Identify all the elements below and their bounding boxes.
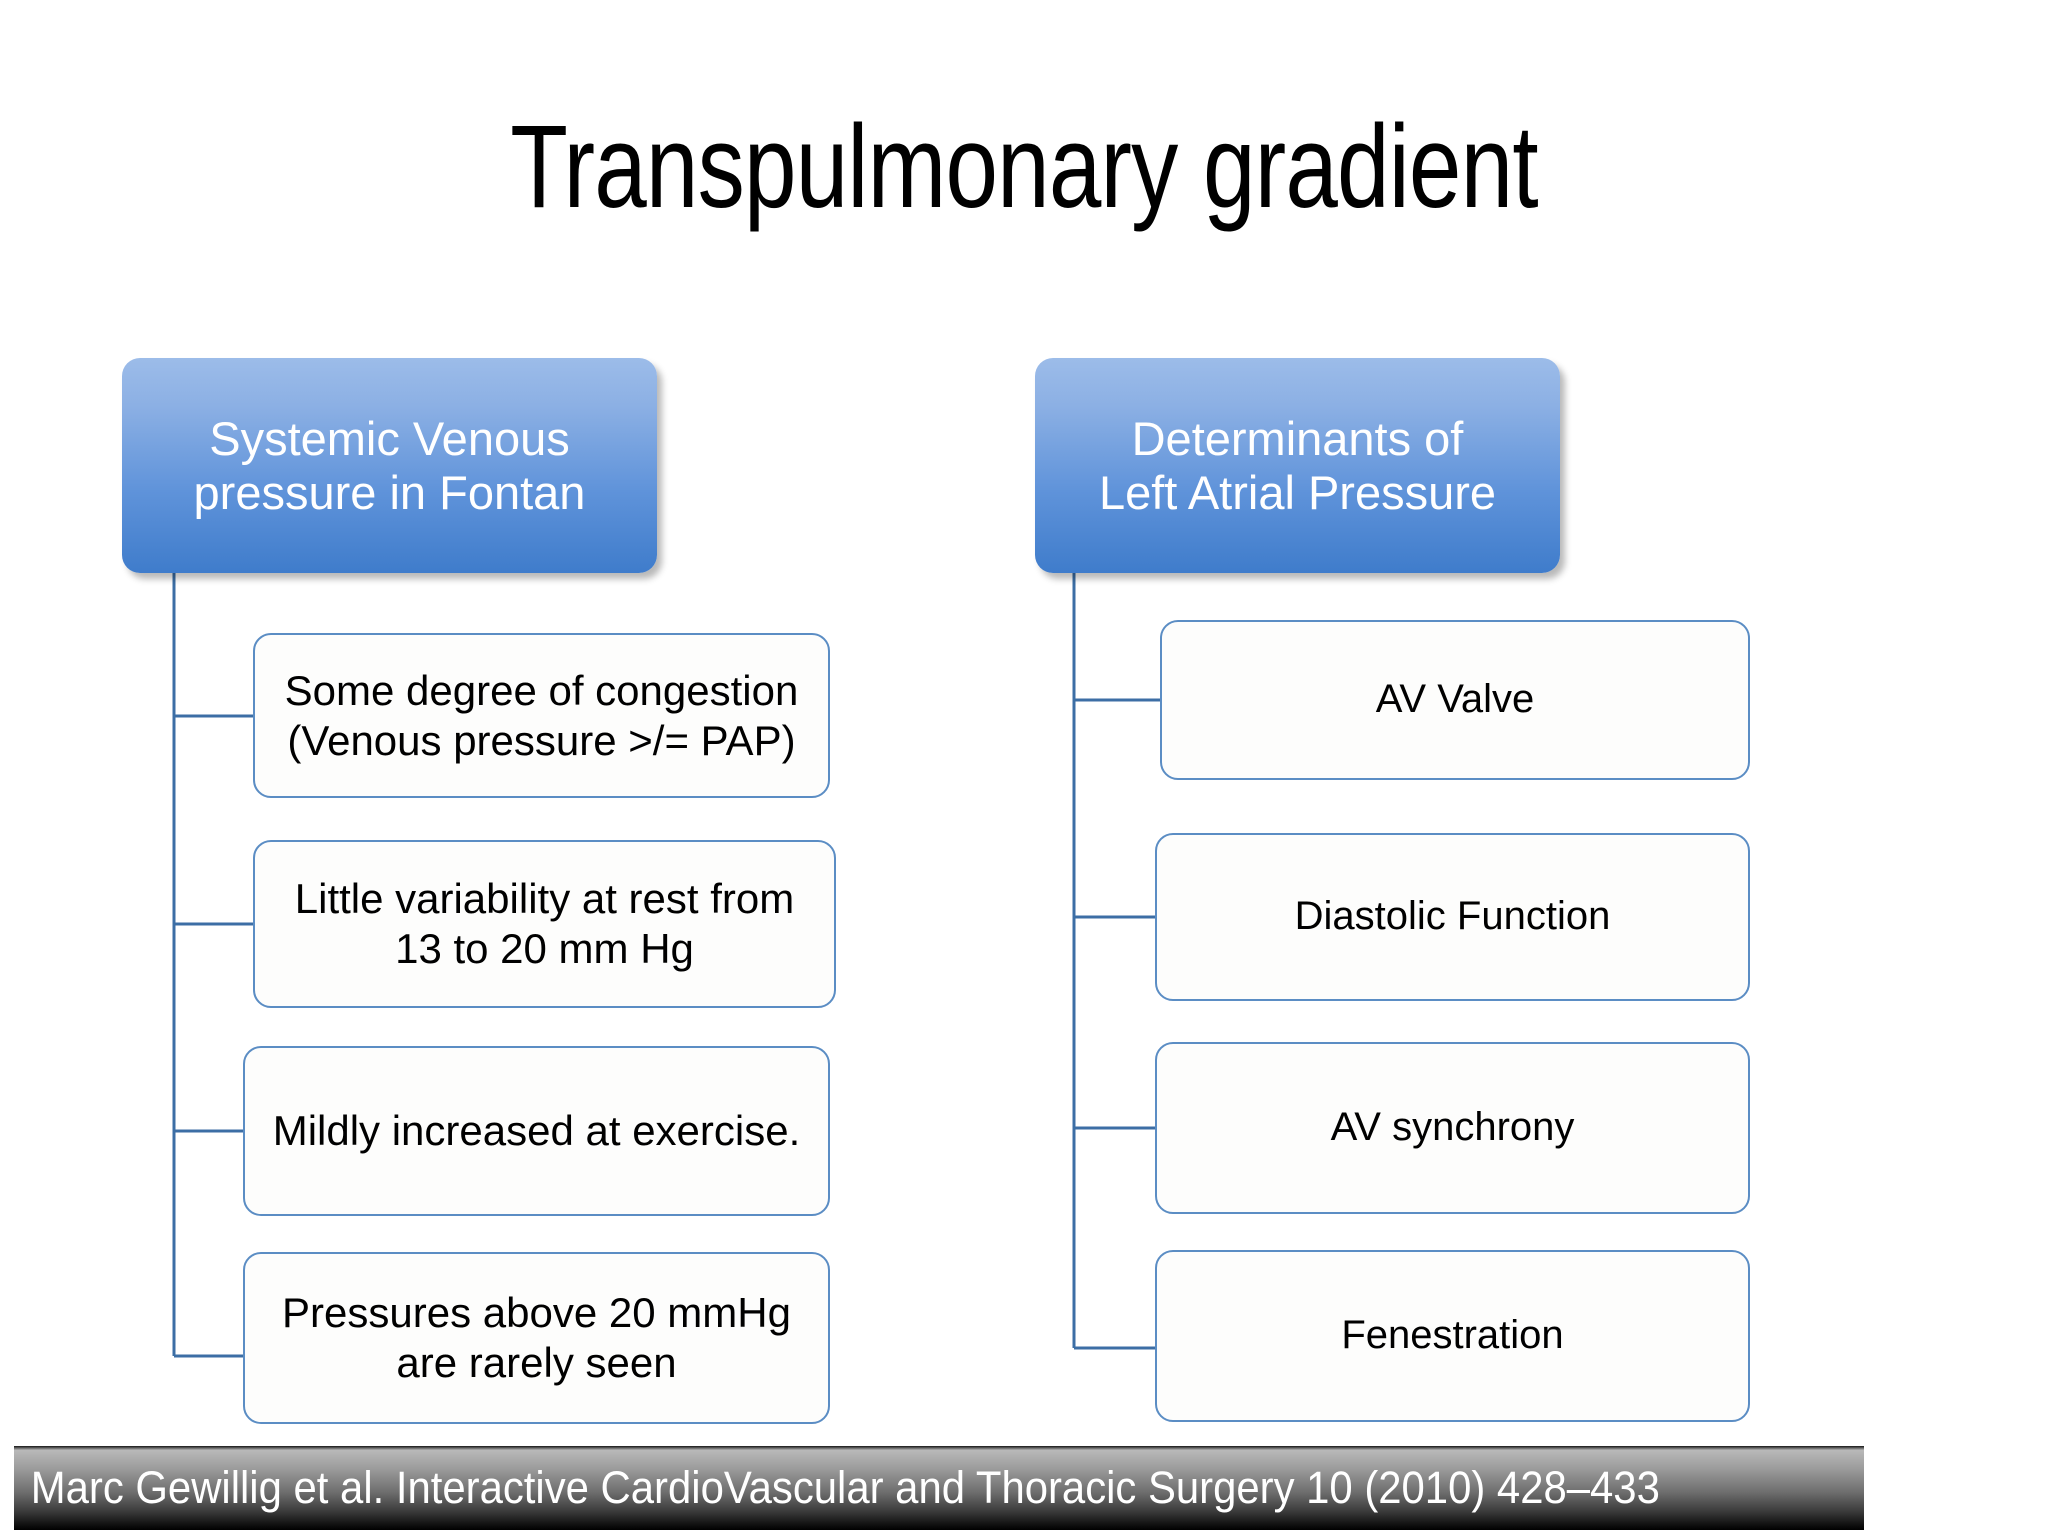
column-header-systemic-venous-pressure[interactable]: Systemic Venous pressure in Fontan bbox=[122, 358, 657, 573]
leaf-box-right-1[interactable]: Diastolic Function bbox=[1155, 833, 1750, 1001]
header-left-line1: Systemic Venous bbox=[209, 411, 570, 465]
leaf-left-2-line1: Mildly increased at exercise. bbox=[272, 1107, 801, 1155]
leaf-right-2-line1: AV synchrony bbox=[1330, 1105, 1575, 1150]
leaf-right-1-line1: Diastolic Function bbox=[1294, 894, 1611, 939]
leaf-right-0-line1: AV Valve bbox=[1375, 677, 1535, 722]
page-title: Transpulmonary gradient bbox=[510, 101, 1538, 233]
leaf-box-left-1[interactable]: Little variability at rest from 13 to 20… bbox=[253, 840, 836, 1008]
header-right-line1: Determinants of bbox=[1131, 411, 1464, 465]
leaf-box-left-2[interactable]: Mildly increased at exercise. bbox=[243, 1046, 830, 1216]
leaf-box-right-0[interactable]: AV Valve bbox=[1160, 620, 1750, 780]
leaf-box-right-3[interactable]: Fenestration bbox=[1155, 1250, 1750, 1422]
leaf-left-0-line1: Some degree of congestion bbox=[284, 666, 799, 714]
leaf-left-0-line2: (Venous pressure >/= PAP) bbox=[287, 716, 796, 764]
citation-bar: Marc Gewillig et al. Interactive CardioV… bbox=[14, 1446, 1864, 1530]
header-right-line2: Left Atrial Pressure bbox=[1098, 465, 1497, 519]
leaf-box-right-2[interactable]: AV synchrony bbox=[1155, 1042, 1750, 1214]
header-left-line2: pressure in Fontan bbox=[193, 465, 586, 519]
citation-text: Marc Gewillig et al. Interactive CardioV… bbox=[30, 1462, 1660, 1513]
column-header-determinants-left-atrial-pressure[interactable]: Determinants of Left Atrial Pressure bbox=[1035, 358, 1560, 573]
leaf-left-1-line1: Little variability at rest from bbox=[294, 875, 795, 923]
leaf-right-3-line1: Fenestration bbox=[1341, 1313, 1564, 1358]
leaf-left-3-line1: Pressures above 20 mmHg bbox=[282, 1289, 791, 1337]
leaf-left-1-line2: 13 to 20 mm Hg bbox=[395, 925, 694, 972]
leaf-left-3-line2: are rarely seen bbox=[396, 1339, 677, 1386]
leaf-box-left-0[interactable]: Some degree of congestion (Venous pressu… bbox=[253, 633, 830, 798]
leaf-box-left-3[interactable]: Pressures above 20 mmHg are rarely seen bbox=[243, 1252, 830, 1424]
